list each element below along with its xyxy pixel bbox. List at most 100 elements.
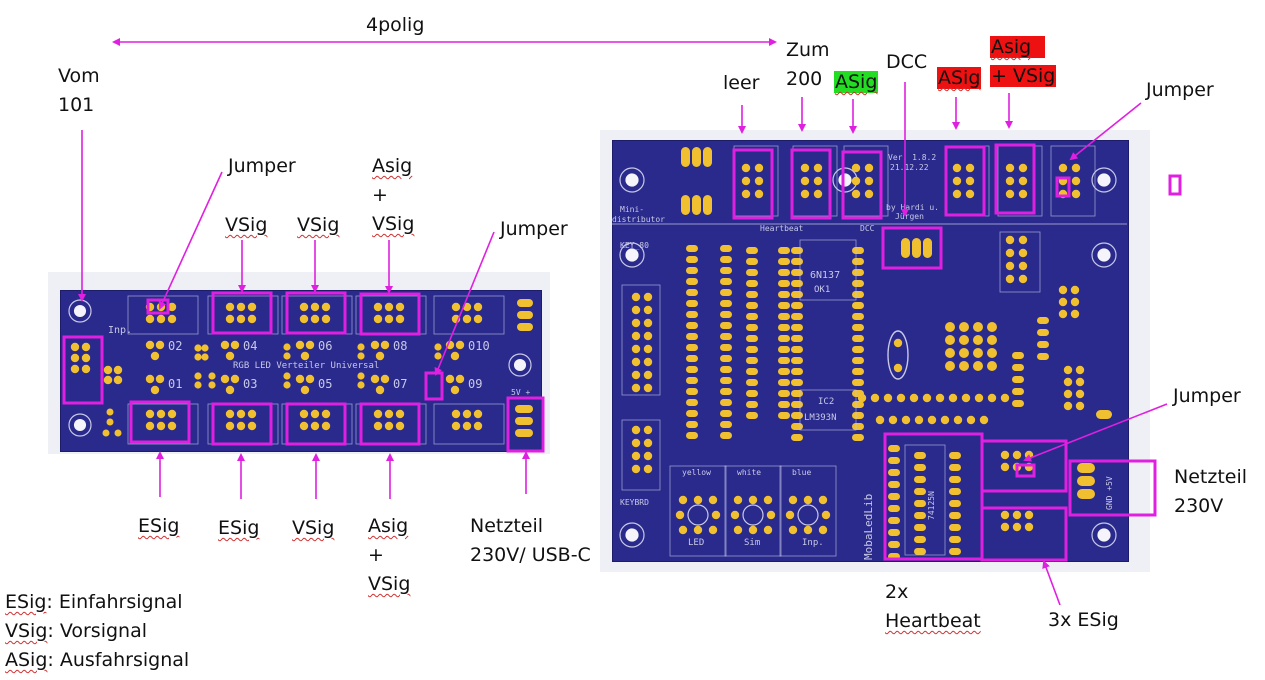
solder-pad	[155, 340, 165, 350]
pad-row	[909, 393, 919, 403]
pad-row	[857, 393, 867, 403]
ic-pin	[949, 488, 961, 495]
solder-pad	[208, 381, 216, 389]
header-pin	[373, 302, 383, 312]
grid-pad	[987, 322, 997, 332]
ic-pin	[686, 333, 698, 340]
mounting-hole	[625, 173, 639, 187]
ic-pin	[686, 377, 698, 384]
solder-pad	[893, 363, 903, 373]
header-pin	[321, 302, 331, 312]
ic-pin	[852, 291, 864, 298]
ic-pin	[746, 280, 758, 287]
dcc-pin	[923, 238, 932, 258]
ic-pin	[720, 366, 732, 373]
pad-row	[875, 415, 885, 425]
header-pin	[952, 189, 962, 199]
ic-pin	[746, 269, 758, 276]
pad-row	[883, 393, 893, 403]
ic-pin	[1037, 317, 1049, 324]
header-pin	[247, 314, 257, 324]
power-pin	[515, 405, 533, 413]
grid-pad	[959, 335, 969, 345]
pad-row	[987, 393, 997, 403]
ic-pin	[778, 258, 790, 265]
header-pin	[384, 409, 394, 419]
solder-pad	[357, 381, 365, 389]
solder-pad	[300, 385, 310, 395]
header-pin	[384, 314, 394, 324]
header-pin	[1005, 163, 1015, 173]
header-pin	[1018, 261, 1028, 271]
header-pin	[681, 147, 690, 167]
silkscreen-text: 010	[468, 339, 490, 353]
header-pin	[1058, 297, 1068, 307]
solder-pad	[194, 344, 202, 352]
header-pin	[156, 421, 166, 431]
ic-pin	[778, 335, 790, 342]
ic-pin	[778, 324, 790, 331]
asig-red-highlight: ASig	[937, 67, 982, 89]
pad-row	[922, 393, 932, 403]
mounting-hole	[1097, 173, 1111, 187]
ic-pin	[746, 258, 758, 265]
heartbeat-text: Heartbeat	[885, 610, 981, 632]
vsig-bottom-label: VSig	[292, 517, 335, 539]
mounting-hole-ring	[1091, 242, 1117, 268]
pad-row	[940, 415, 950, 425]
header-pin	[800, 163, 810, 173]
asig-vsig-connector-box-top	[359, 292, 421, 336]
pad-row	[953, 415, 963, 425]
asig-vsig-top-label: Asig + VSig	[372, 152, 414, 239]
solder-pad	[194, 372, 202, 380]
header-pin	[643, 383, 653, 393]
silkscreen-outline	[207, 295, 279, 335]
pad-row	[927, 415, 937, 425]
silkscreen-outline	[621, 284, 661, 396]
ic-pin	[914, 464, 926, 471]
ic-pin	[686, 421, 698, 428]
ic-pin	[746, 324, 758, 331]
ic-pin	[720, 399, 732, 406]
ic-pin	[720, 245, 732, 252]
ic-pin	[686, 300, 698, 307]
header-pin	[643, 464, 653, 474]
ic-pin	[686, 344, 698, 351]
vsig-text: VSig	[372, 213, 415, 235]
silkscreen-outline	[724, 465, 782, 557]
header-pin	[864, 176, 874, 186]
ic-pin	[778, 313, 790, 320]
solder-pad	[305, 340, 315, 350]
silkscreen-text: 21.12.22	[890, 163, 929, 172]
ic-pin	[791, 269, 803, 276]
ic-pin	[852, 423, 864, 430]
ic-pin	[720, 432, 732, 439]
header-pin	[1005, 189, 1015, 199]
mounting-hole	[73, 418, 87, 432]
header-pin	[1063, 401, 1073, 411]
zum-number: 200	[786, 68, 823, 90]
silkscreen-outline	[999, 231, 1041, 293]
power-pin	[515, 429, 533, 437]
header-pin	[321, 314, 331, 324]
ic-pin	[949, 512, 961, 519]
ic-pin	[791, 423, 803, 430]
header-pin	[681, 195, 690, 215]
solder-pad	[283, 352, 291, 360]
ic-pin	[888, 541, 900, 548]
esig-label-1: ESig	[138, 515, 180, 537]
ic-pin	[746, 379, 758, 386]
ic-pin	[852, 412, 864, 419]
solder-pad	[145, 374, 155, 384]
crystal-outline	[887, 330, 909, 380]
silkscreen-outline	[669, 465, 727, 557]
silkscreen-text: 01	[168, 377, 182, 391]
header-pin	[952, 163, 962, 173]
header-pin	[1018, 189, 1028, 199]
pad-row	[914, 415, 924, 425]
header-pin	[643, 451, 653, 461]
ic-pin	[1012, 400, 1024, 407]
header-pin	[748, 525, 758, 535]
grid-pad	[987, 361, 997, 371]
header-pin	[1005, 248, 1015, 258]
